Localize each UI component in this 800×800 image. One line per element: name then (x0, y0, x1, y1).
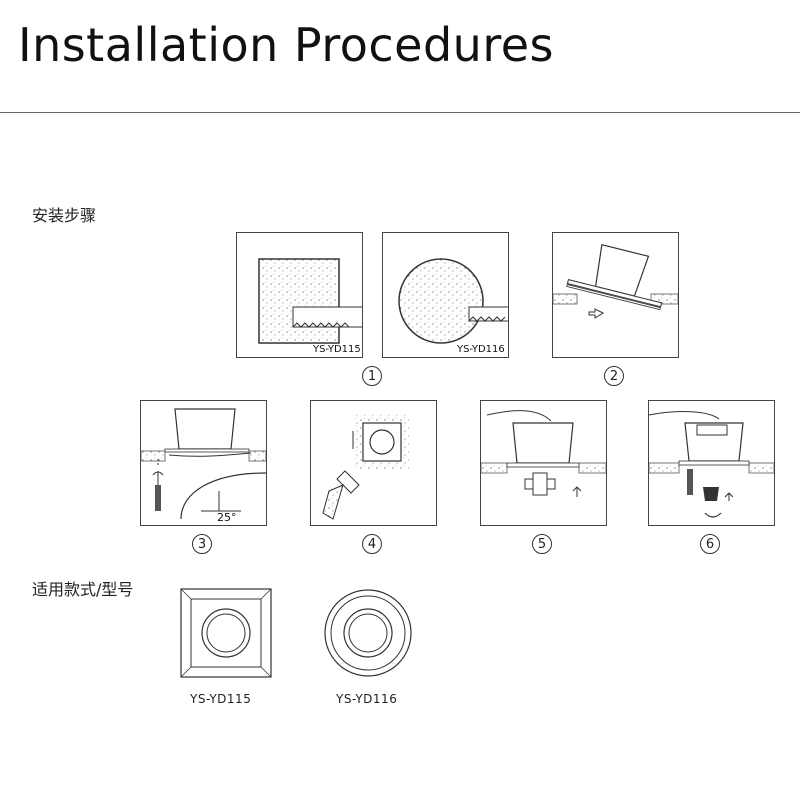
wiring-illustration (481, 410, 606, 497)
step-4-panel (310, 400, 437, 526)
product-round-label: YS-YD116 (336, 692, 398, 706)
product-square-label: YS-YD115 (190, 692, 252, 706)
step-number-5: 5 (532, 534, 552, 554)
cut-square-illustration (258, 258, 362, 344)
step-number-6: 6 (700, 534, 720, 554)
square-fixture-icon (180, 588, 272, 678)
step-number-2: 2 (604, 366, 624, 386)
title-divider (0, 112, 800, 113)
step-2-panel (552, 232, 679, 358)
panel-model-label: YS-YD115 (313, 344, 361, 355)
round-fixture-icon (324, 589, 412, 677)
step-number-4: 4 (362, 534, 382, 554)
step-1a-panel: YS-YD115 (236, 232, 363, 358)
step-number-1: 1 (362, 366, 382, 386)
step-1b-panel: YS-YD116 (382, 232, 509, 358)
product-round (322, 588, 414, 678)
insert-fixture-illustration (553, 243, 678, 319)
step-6-panel (648, 400, 775, 526)
angle-label: 25° (217, 511, 237, 524)
step-number-3: 3 (192, 534, 212, 554)
models-section-label: 适用款式/型号 (32, 580, 134, 599)
step-5-panel (480, 400, 607, 526)
cut-round-illustration (398, 258, 508, 344)
lamp-install-illustration (649, 411, 774, 518)
steps-section-label: 安装步骤 (32, 206, 97, 225)
step-3-panel: 25° (140, 400, 267, 526)
product-square (180, 588, 272, 678)
spring-clip-illustration (141, 408, 266, 520)
trim-illustration (322, 415, 409, 520)
page-title: Installation Procedures (18, 18, 554, 72)
panel-model-label: YS-YD116 (457, 344, 505, 355)
